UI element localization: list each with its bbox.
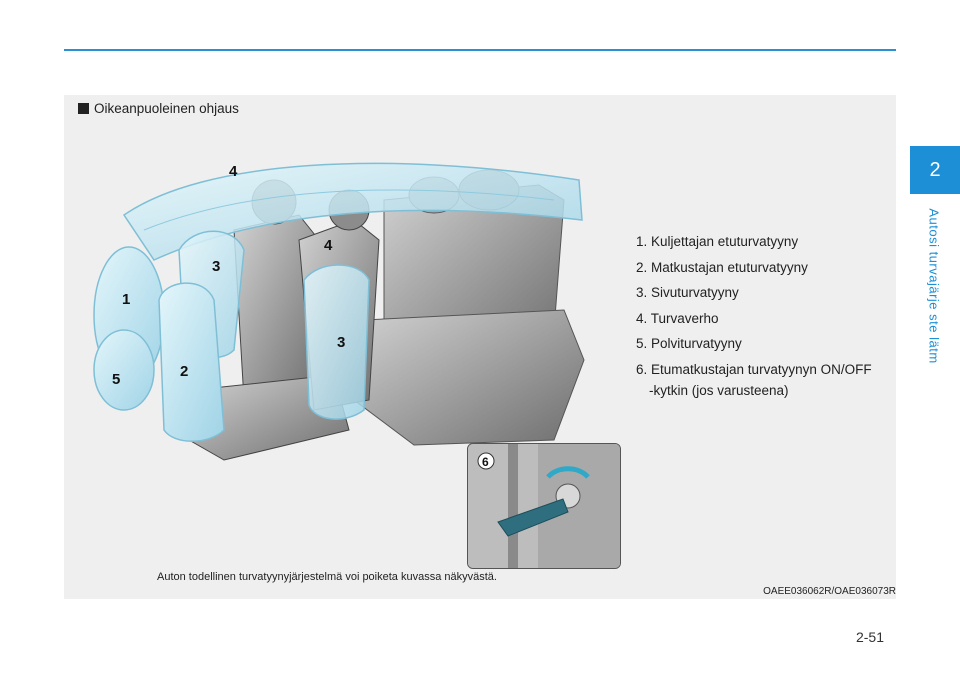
callout-5: 5 bbox=[112, 371, 120, 388]
callout-4-top: 4 bbox=[229, 163, 238, 180]
callout-3-left: 3 bbox=[212, 258, 220, 275]
callout-3-right: 3 bbox=[337, 334, 345, 351]
legend-item-continuation: -kytkin (jos varusteena) bbox=[649, 383, 789, 398]
legend-item: 4. Turvaverho bbox=[636, 310, 719, 326]
figure-heading-text: Oikeanpuoleinen ohjaus bbox=[94, 101, 239, 116]
legend-item: 1. Kuljettajan etuturvatyyny bbox=[636, 234, 799, 249]
top-rule bbox=[64, 49, 896, 51]
legend: 1. Kuljettajan etuturvatyyny 2. Matkusta… bbox=[636, 229, 872, 400]
chapter-title: Autosi turvajärje ste lätm bbox=[926, 208, 942, 364]
figure-caption: Auton todellinen turvatyynyjärjestelmä v… bbox=[157, 571, 497, 583]
page-number: 2-51 bbox=[855, 629, 884, 645]
chapter-number: 2 bbox=[929, 158, 941, 181]
legend-item: 3. Sivuturvatyyny bbox=[636, 285, 739, 300]
airbag-switch-illustration: 6 bbox=[468, 444, 620, 568]
airbag-illustration: 1 2 3 3 4 4 5 bbox=[93, 162, 585, 461]
figure-codes: OAEE036062R/OAE036073R bbox=[763, 586, 896, 597]
callout-6: 6 bbox=[482, 455, 489, 469]
legend-item: 2. Matkustajan etuturvatyyny bbox=[636, 259, 808, 275]
chapter-tab: 2 bbox=[910, 146, 960, 194]
callout-2: 2 bbox=[180, 363, 188, 380]
callout-4-mid: 4 bbox=[324, 237, 333, 254]
callout-1: 1 bbox=[122, 291, 130, 308]
figure-heading: Oikeanpuoleinen ohjaus bbox=[78, 101, 239, 116]
legend-item: 6. Etumatkustajan turvatyynyn ON/OFF bbox=[636, 361, 872, 377]
switch-inset: 6 bbox=[467, 443, 621, 569]
legend-item: 5. Polviturvatyyny bbox=[636, 336, 742, 351]
square-bullet-icon bbox=[78, 103, 89, 114]
